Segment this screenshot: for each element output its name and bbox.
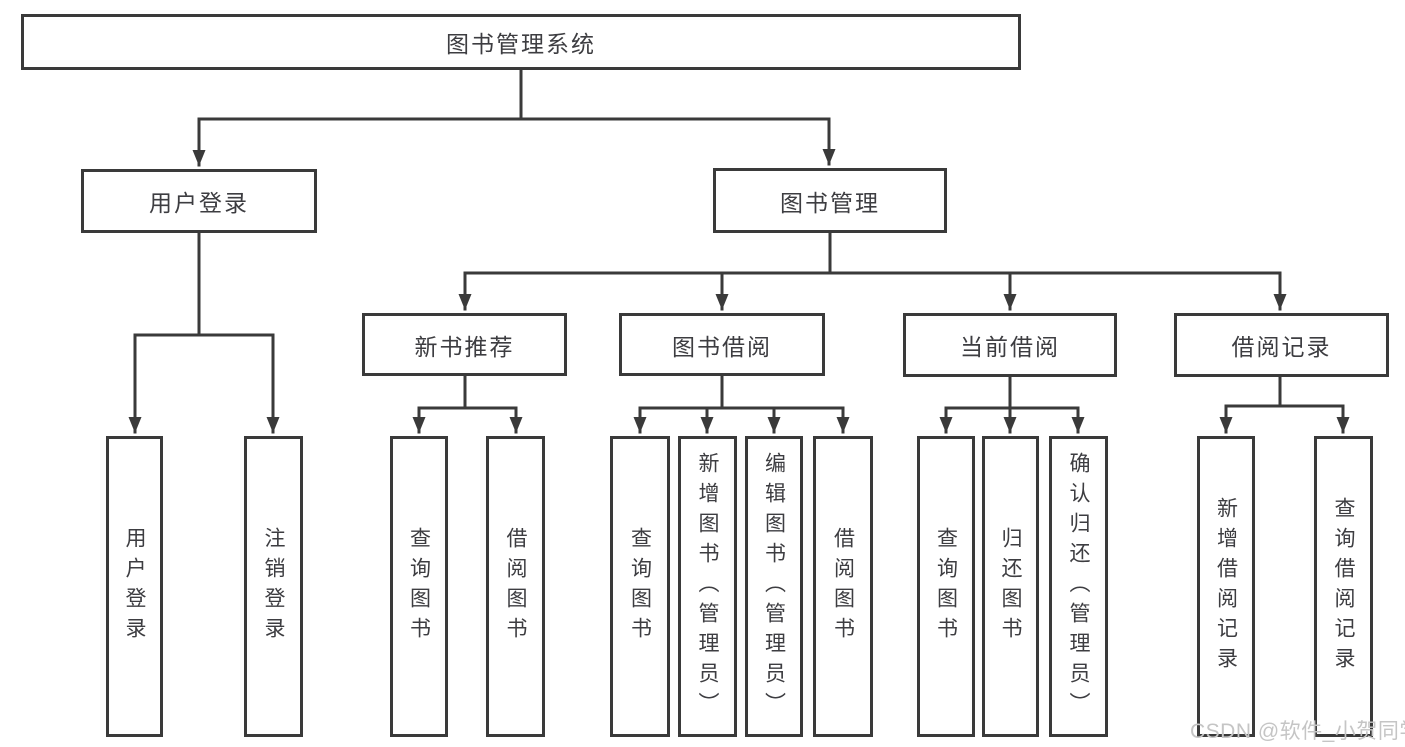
node-label: 图书借阅 — [672, 333, 772, 360]
node-user-login: 用户登录 — [81, 169, 317, 233]
node-book-borrowing: 图书借阅 — [619, 313, 825, 376]
leaf-edit-books-admin: 编辑图书（管理员） — [745, 436, 803, 737]
leaf-label: 查询借阅记录 — [1332, 496, 1355, 677]
node-library-management-system: 图书管理系统 — [21, 14, 1021, 70]
leaf-label: 查询图书 — [934, 526, 958, 647]
leaf-label: 归还图书 — [999, 526, 1022, 647]
leaf-query-books-recommend: 查询图书 — [390, 436, 448, 737]
leaf-user-login: 用户登录 — [106, 436, 163, 737]
leaf-label: 新增图书（管理员） — [696, 451, 719, 722]
leaf-label: 确认归还（管理员） — [1067, 451, 1090, 722]
node-new-book-recommendation: 新书推荐 — [362, 313, 567, 376]
leaf-return-books: 归还图书 — [982, 436, 1039, 737]
leaf-label: 借阅图书 — [831, 526, 855, 647]
node-label: 图书管理 — [780, 189, 880, 216]
csdn-watermark: CSDN @软件_小贺同学 — [1190, 720, 1405, 743]
leaf-query-books-current: 查询图书 — [917, 436, 975, 737]
leaf-label: 用户登录 — [123, 526, 146, 647]
node-label: 当前借阅 — [960, 334, 1060, 360]
leaf-confirm-return-admin: 确认归还（管理员） — [1049, 436, 1108, 737]
leaf-label: 新增借阅记录 — [1214, 496, 1238, 677]
node-label: 用户登录 — [149, 190, 249, 216]
node-book-management: 图书管理 — [713, 168, 947, 233]
leaf-logout: 注销登录 — [244, 436, 303, 737]
node-borrowing-records: 借阅记录 — [1174, 313, 1389, 377]
leaf-borrow-books-recommend: 借阅图书 — [486, 436, 545, 737]
leaf-label: 注销登录 — [262, 526, 285, 647]
leaf-borrow-books-borrowing: 借阅图书 — [813, 436, 873, 737]
leaf-label: 编辑图书（管理员） — [762, 451, 786, 722]
leaf-add-books-admin: 新增图书（管理员） — [678, 436, 737, 737]
leaf-label: 查询图书 — [628, 526, 652, 647]
leaf-label: 查询图书 — [407, 526, 431, 647]
node-label: 新书推荐 — [414, 333, 515, 360]
node-label: 图书管理系统 — [446, 31, 596, 57]
leaf-query-books-borrowing: 查询图书 — [610, 436, 670, 737]
node-label: 借阅记录 — [1231, 334, 1332, 360]
node-current-borrowing: 当前借阅 — [903, 313, 1117, 377]
leaf-label: 借阅图书 — [504, 526, 527, 647]
leaf-add-borrow-record: 新增借阅记录 — [1197, 436, 1255, 737]
leaf-query-borrow-record: 查询借阅记录 — [1314, 436, 1373, 737]
